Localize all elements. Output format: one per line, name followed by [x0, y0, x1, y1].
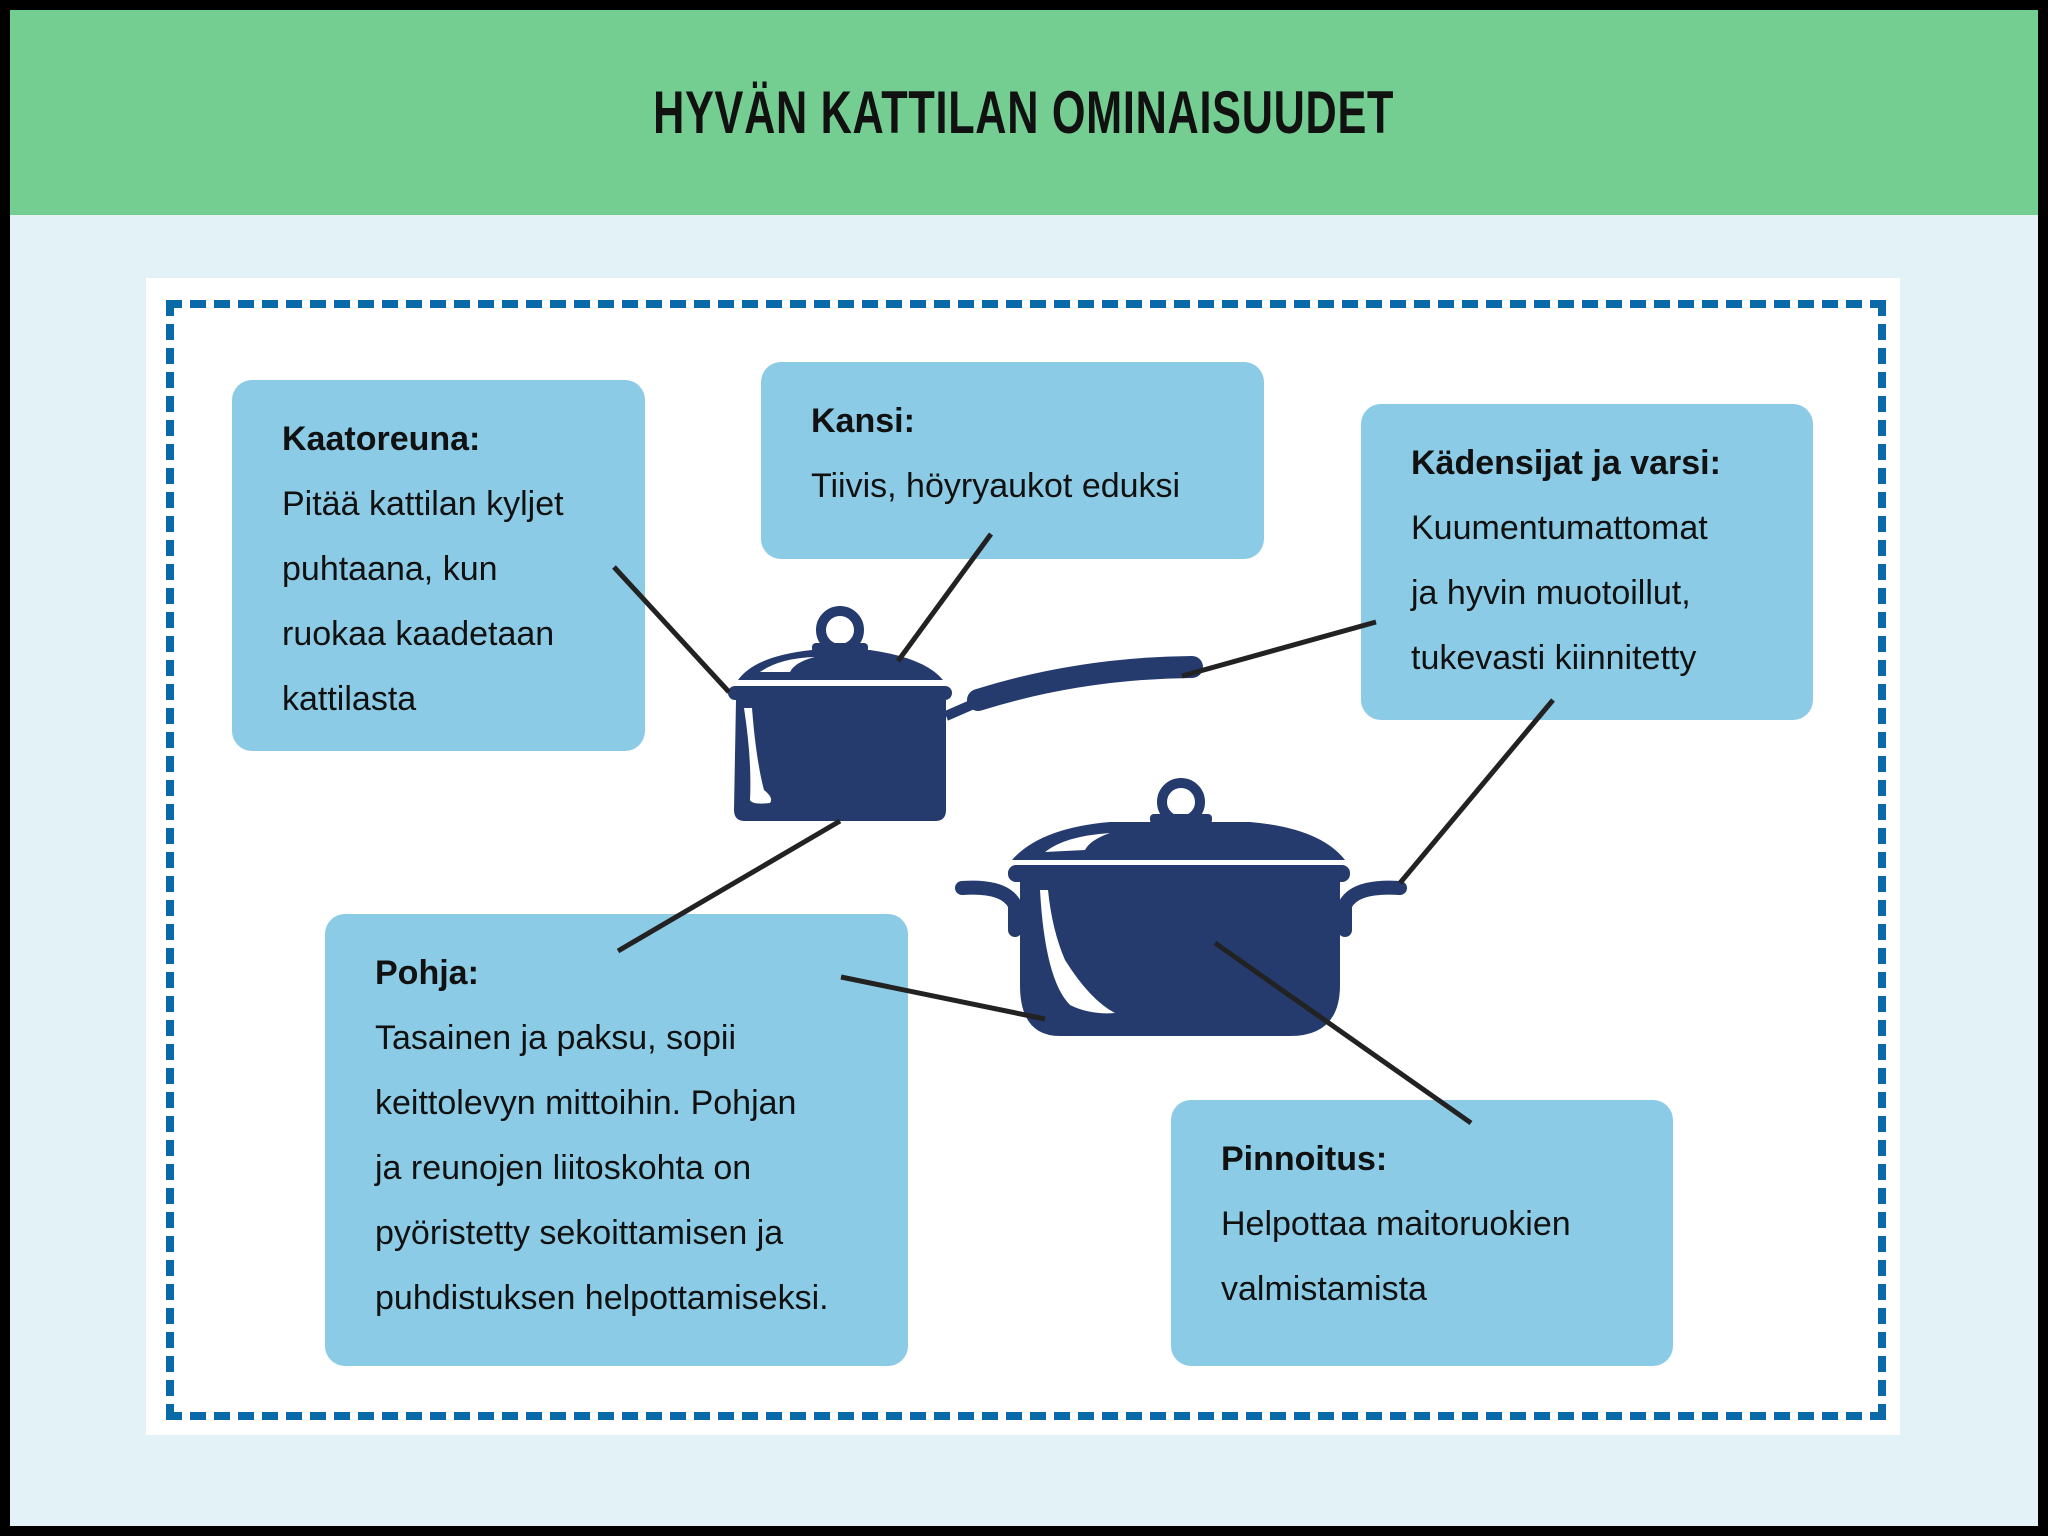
callout-title: Kädensijat ja varsi: [1411, 444, 1721, 482]
callout-title: Pohja: [375, 954, 479, 992]
callout-title: Pinnoitus: [1221, 1140, 1388, 1178]
header-banner: HYVÄN KATTILAN OMINAISUUDET [10, 10, 2038, 215]
dashed-border [166, 300, 1886, 1420]
callout-text: Tiivis, höyryaukot eduksi [811, 467, 1181, 505]
page-title: HYVÄN KATTILAN OMINAISUUDET [653, 79, 1395, 146]
callout-kansi: Kansi: Tiivis, höyryaukot eduksi [761, 362, 1264, 559]
callout-title: Kaatoreuna: [282, 420, 481, 458]
callout-title: Kansi: [811, 402, 915, 440]
